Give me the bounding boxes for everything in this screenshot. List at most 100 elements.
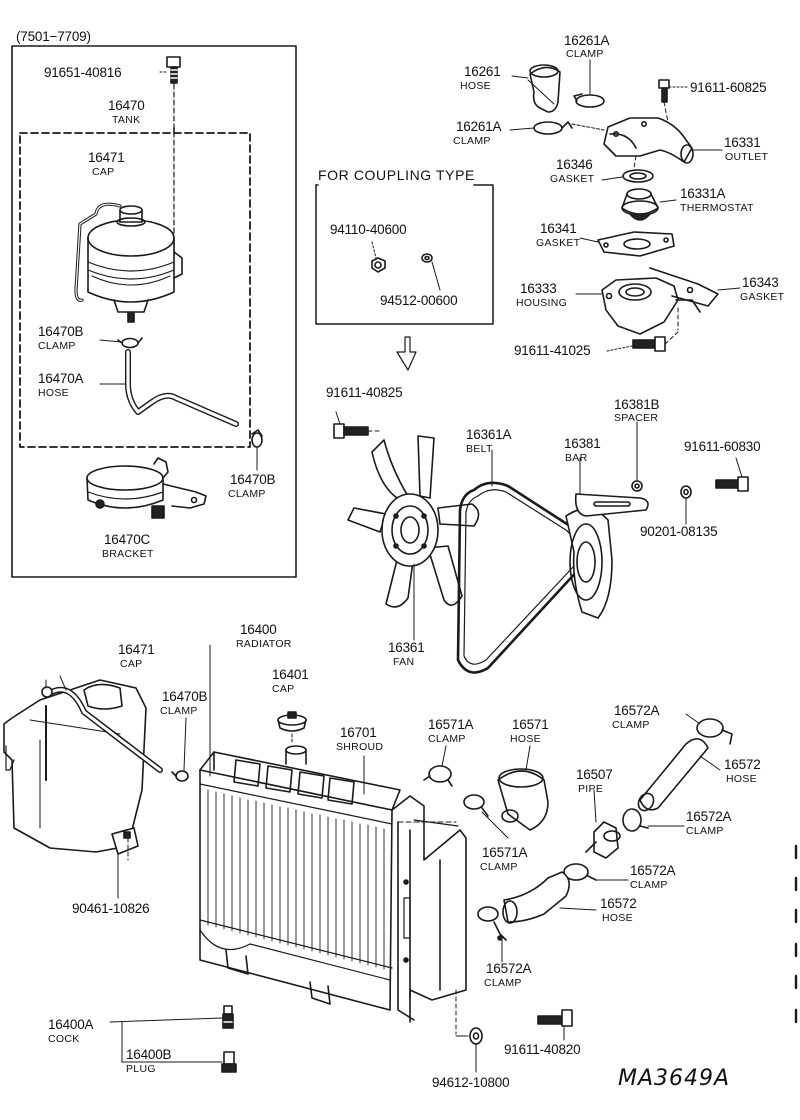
reservoir-tank-group: [19, 56, 263, 519]
drain-cock-16400A-icon: [109, 1005, 234, 1029]
drain-plug-16400B-icon: [121, 1021, 237, 1073]
clamp-16470B-upper-icon: [99, 337, 143, 349]
part-name: FAN: [393, 656, 415, 668]
part-name: CLAMP: [453, 135, 491, 147]
part-number: 90201-08135: [640, 524, 718, 539]
clamp-16571A-lower-icon: [463, 794, 509, 839]
part-name: CLAMP: [686, 825, 724, 837]
clamp-16571A-upper-icon: [423, 745, 453, 787]
part-number: 16470A: [38, 371, 84, 386]
part-name: BRACKET: [102, 548, 154, 560]
part-name: CLAMP: [566, 48, 604, 60]
washer-94612-10800-icon: [455, 1027, 483, 1073]
part-name: BELT: [466, 443, 493, 455]
gasket-16346-icon: [601, 169, 654, 183]
part-name: RADIATOR: [236, 638, 292, 650]
part-name: GASKET: [740, 291, 785, 303]
washer-94512-00600-icon: [421, 253, 441, 291]
part-number: 16470B: [230, 472, 276, 487]
spacer-16381B-icon: [631, 421, 643, 492]
part-number: 91611-60830: [684, 439, 761, 454]
hose-16571-icon: [497, 745, 549, 831]
part-number: 94512-00600: [380, 293, 458, 308]
part-number: 16507: [576, 767, 613, 782]
water-pump-pulley-icon: [565, 508, 613, 619]
part-number: 16572A: [614, 703, 660, 718]
part-name: CLAMP: [160, 705, 198, 717]
bolt-91611-41025-icon: [606, 331, 679, 352]
part-number: 91651-40816: [44, 65, 122, 80]
part-name: COCK: [48, 1033, 80, 1045]
part-name: THERMOSTAT: [680, 202, 754, 214]
clamp-16572A-mid-icon: [622, 808, 685, 832]
part-name: HOSE: [602, 912, 633, 924]
gasket-16341-icon: [579, 231, 675, 257]
radiator-group: [109, 644, 467, 1073]
shroud-16701-icon: [363, 755, 467, 1035]
part-number: 16572: [600, 896, 637, 911]
clamp-16572A-lower-icon: [477, 906, 507, 963]
part-number: 16470B: [38, 324, 84, 339]
part-name: GASKET: [550, 173, 595, 185]
diagram-reference: MA3649A: [618, 1066, 731, 1091]
part-number: 16471: [118, 642, 155, 657]
coupling-type-header: FOR COUPLING TYPE: [318, 167, 475, 183]
part-name: CLAMP: [630, 879, 668, 891]
clamp-16261A-lower-icon: [509, 121, 573, 135]
hose-group-right: [423, 713, 733, 1073]
bolt-91611-40825-icon: [333, 411, 383, 439]
part-name: CLAMP: [484, 977, 522, 989]
part-number: 16572A: [630, 863, 676, 878]
fan-belt-group: [333, 411, 749, 674]
part-number: 16361A: [466, 427, 512, 442]
part-name: SPACER: [614, 412, 659, 424]
part-name: OUTLET: [725, 151, 769, 163]
part-name: HOSE: [510, 733, 541, 745]
part-number: 16261A: [564, 33, 610, 48]
part-number: 16343: [742, 275, 779, 290]
bolt-90461-10826-icon: [111, 827, 139, 899]
part-name: CAP: [92, 166, 115, 178]
thermostat-housing-16333-icon: [575, 267, 741, 335]
belt-16361A-icon: [456, 449, 585, 674]
part-name: GASKET: [536, 237, 581, 249]
bolt-91611-60830-icon: [715, 457, 749, 492]
part-number: 16572A: [486, 961, 532, 976]
part-number: 16571: [512, 717, 549, 732]
clamp-16572A-pipe-icon: [563, 863, 629, 881]
lower-reservoir-group: [3, 675, 189, 899]
bolt-91611-40820-icon: [537, 1009, 573, 1041]
bracket-16470C-icon: [86, 457, 207, 519]
part-name: CAP: [120, 658, 143, 670]
water-outlet-16331-icon: [571, 117, 723, 169]
part-number: 94110-40600: [330, 222, 407, 237]
part-number: 16571A: [482, 845, 528, 860]
clamp-16470B-radiator-icon: [171, 717, 189, 782]
part-number: 16400A: [48, 1017, 94, 1032]
part-number: 16381B: [614, 397, 660, 412]
part-name: CLAMP: [612, 719, 650, 731]
part-name: HOUSING: [516, 297, 568, 309]
hose-16572-upper-icon: [637, 738, 721, 812]
part-number: 94612-10800: [432, 1075, 510, 1090]
part-name: PIPE: [578, 783, 604, 795]
part-number: 16470: [108, 98, 145, 113]
part-name: PLUG: [126, 1063, 156, 1075]
part-number: 16572A: [686, 809, 732, 824]
part-number: 16470C: [104, 532, 151, 547]
part-number: 16400B: [126, 1047, 172, 1062]
part-name: CLAMP: [228, 488, 266, 500]
part-name: SHROUD: [336, 741, 384, 753]
part-number: 90461-10826: [72, 901, 150, 916]
part-number: 16261A: [456, 119, 502, 134]
nut-94110-40600-icon: [371, 241, 386, 273]
part-number: 16341: [540, 221, 577, 236]
radiator-cap-16401-icon: [277, 711, 307, 745]
thermostat-outlet-group: [509, 59, 741, 352]
bolt-91611-60825-icon: [658, 79, 689, 123]
part-number: 16333: [520, 281, 557, 296]
part-number: 91611-60825: [690, 80, 767, 95]
arrow-down-icon: [396, 336, 417, 371]
part-number: 16381: [564, 436, 601, 451]
